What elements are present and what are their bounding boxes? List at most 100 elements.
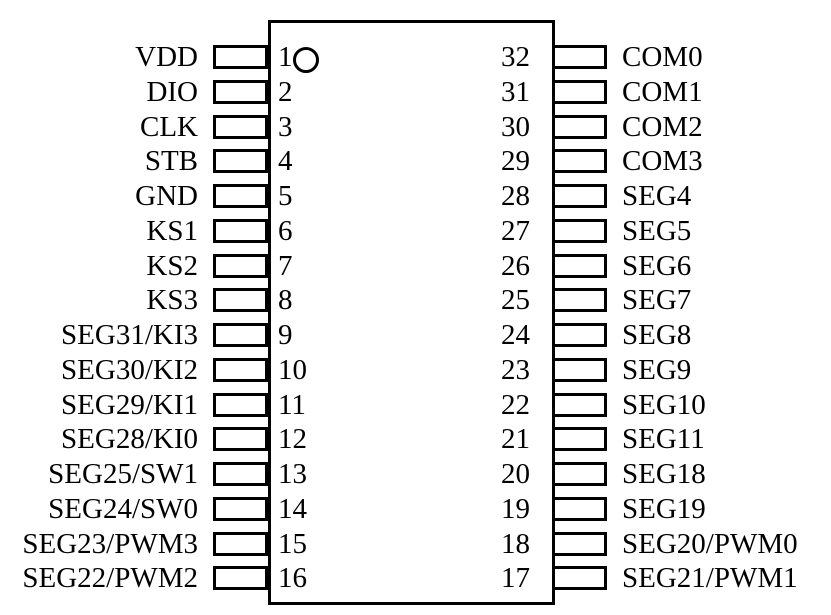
right-pin-box (552, 79, 607, 104)
right-pin-box (552, 288, 607, 313)
left-pin-box (213, 357, 268, 382)
left-pin-box (213, 531, 268, 556)
right-pin-label: SEG20/PWM0 (622, 527, 798, 560)
right-pin-number: 20 (501, 458, 530, 490)
left-pin-number: 11 (278, 388, 306, 421)
right-pin-label: SEG8 (622, 319, 692, 351)
left-pin-number: 10 (278, 353, 307, 386)
right-pin-box (552, 496, 607, 521)
left-pin-number: 16 (278, 562, 307, 595)
right-pin-number: 17 (501, 562, 530, 595)
left-pin-box (213, 114, 268, 139)
left-pin-number: 6 (278, 214, 293, 247)
left-pin-label: SEG24/SW0 (48, 492, 198, 525)
left-pin-label: DIO (146, 75, 198, 108)
right-pin-number: 32 (501, 41, 530, 73)
right-pin-label: SEG11 (622, 423, 705, 456)
right-pin-label: SEG7 (622, 284, 692, 317)
right-pin-box (552, 427, 607, 452)
left-pin-number: 2 (278, 75, 293, 108)
left-pin-number: 9 (278, 319, 293, 351)
pin-row: SEG24/SW0 14 19 SEG19 (0, 492, 831, 525)
right-pin-number: 30 (501, 110, 530, 143)
right-pin-label: COM2 (622, 110, 703, 143)
pin-row: VDD 1 32 COM0 (0, 41, 831, 73)
pin-row: DIO 2 31 COM1 (0, 75, 831, 108)
left-pin-box (213, 288, 268, 313)
right-pin-box (552, 531, 607, 556)
pin-row: CLK 3 30 COM2 (0, 110, 831, 143)
right-pin-number: 24 (501, 319, 530, 351)
pin-row: KS3 8 25 SEG7 (0, 284, 831, 317)
right-pin-label: SEG5 (622, 214, 692, 247)
left-pin-box (213, 427, 268, 452)
pin-row: SEG22/PWM2 16 17 SEG21/PWM1 (0, 562, 831, 595)
pin-row: SEG25/SW1 13 20 SEG18 (0, 458, 831, 490)
right-pin-label: SEG6 (622, 249, 692, 282)
right-pin-number: 29 (501, 145, 530, 178)
right-pin-box (552, 45, 607, 69)
right-pin-number: 19 (501, 492, 530, 525)
left-pin-box (213, 392, 268, 417)
left-pin-label: GND (135, 180, 198, 212)
pin-row: SEG30/KI2 10 23 SEG9 (0, 353, 831, 386)
left-pin-number: 8 (278, 284, 293, 317)
left-pin-box (213, 253, 268, 278)
left-pin-label: KS3 (146, 284, 198, 317)
right-pin-box (552, 218, 607, 243)
left-pin-box (213, 45, 268, 69)
left-pin-box (213, 323, 268, 347)
chip-body (268, 20, 555, 605)
right-pin-number: 21 (501, 423, 530, 456)
right-pin-label: SEG18 (622, 458, 706, 490)
pin-row: SEG28/KI0 12 21 SEG11 (0, 423, 831, 456)
left-pin-label: SEG31/KI3 (61, 319, 198, 351)
right-pin-box (552, 462, 607, 486)
left-pin-number: 13 (278, 458, 307, 490)
left-pin-box (213, 149, 268, 174)
right-pin-box (552, 392, 607, 417)
left-pin-box (213, 218, 268, 243)
left-pin-label: KS1 (146, 214, 198, 247)
right-pin-number: 26 (501, 249, 530, 282)
right-pin-label: SEG4 (622, 180, 692, 212)
left-pin-number: 3 (278, 110, 293, 143)
pin-row: KS2 7 26 SEG6 (0, 249, 831, 282)
right-pin-number: 25 (501, 284, 530, 317)
left-pin-box (213, 462, 268, 486)
right-pin-label: COM1 (622, 75, 703, 108)
pin1-indicator-icon (293, 47, 319, 73)
right-pin-number: 23 (501, 353, 530, 386)
left-pin-label: SEG23/PWM3 (22, 527, 198, 560)
right-pin-box (552, 323, 607, 347)
right-pin-number: 22 (501, 388, 530, 421)
pin-row: SEG23/PWM3 15 18 SEG20/PWM0 (0, 527, 831, 560)
right-pin-box (552, 357, 607, 382)
left-pin-box (213, 496, 268, 521)
left-pin-box (213, 566, 268, 591)
left-pin-label: CLK (140, 110, 198, 143)
right-pin-box (552, 184, 607, 208)
left-pin-label: VDD (135, 41, 198, 73)
pin-row: KS1 6 27 SEG5 (0, 214, 831, 247)
pin-row: GND 5 28 SEG4 (0, 180, 831, 212)
right-pin-box (552, 149, 607, 174)
right-pin-label: SEG9 (622, 353, 692, 386)
left-pin-box (213, 184, 268, 208)
right-pin-label: COM0 (622, 41, 703, 73)
right-pin-label: SEG10 (622, 388, 706, 421)
left-pin-number: 15 (278, 527, 307, 560)
left-pin-label: SEG29/KI1 (61, 388, 198, 421)
left-pin-number: 1 (278, 41, 293, 73)
pin-row: STB 4 29 COM3 (0, 145, 831, 178)
pin-row: SEG29/KI1 11 22 SEG10 (0, 388, 831, 421)
right-pin-label: SEG19 (622, 492, 706, 525)
left-pin-label: SEG28/KI0 (61, 423, 198, 456)
right-pin-number: 27 (501, 214, 530, 247)
left-pin-label: SEG30/KI2 (61, 353, 198, 386)
right-pin-box (552, 253, 607, 278)
right-pin-label: COM3 (622, 145, 703, 178)
right-pin-box (552, 566, 607, 591)
left-pin-label: SEG25/SW1 (48, 458, 198, 490)
